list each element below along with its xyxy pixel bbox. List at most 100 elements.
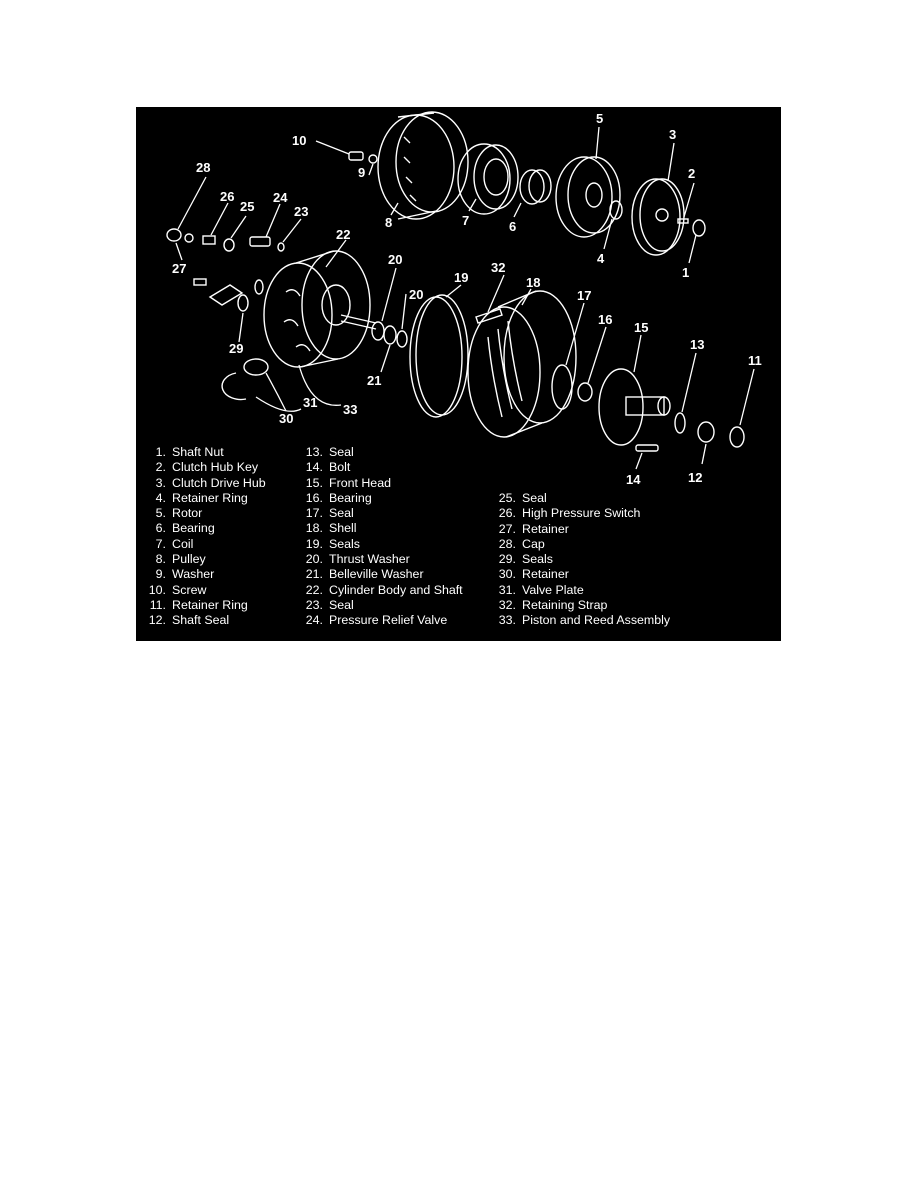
callout-27: 27 bbox=[172, 261, 186, 276]
callout-28: 28 bbox=[196, 160, 210, 175]
callout-12: 12 bbox=[688, 470, 702, 485]
callout-18: 18 bbox=[526, 275, 540, 290]
part-rotor bbox=[555, 156, 621, 238]
legend-entry: 30.Retainer bbox=[498, 567, 569, 582]
legend-entry: 32.Retaining Strap bbox=[498, 598, 608, 613]
leader-lines bbox=[175, 126, 755, 470]
callout-13: 13 bbox=[690, 337, 704, 352]
legend-entry: 12.Shaft Seal bbox=[148, 613, 230, 628]
legend-entry: 9.Washer bbox=[155, 567, 215, 582]
legend-column-2: 13.Seal 14.Bolt 15.Front Head 16.Bearing… bbox=[298, 445, 463, 629]
callout-1: 1 bbox=[682, 265, 689, 280]
legend-entry: 2.Clutch Hub Key bbox=[155, 460, 259, 475]
part-pressure-relief-valve bbox=[249, 236, 271, 247]
compressor-exploded-diagram: 1 2 3 4 5 6 7 8 9 10 11 12 13 14 15 16 1… bbox=[166, 111, 762, 487]
callout-32: 32 bbox=[491, 260, 505, 275]
legend-entry: 11.Retainer Ring bbox=[149, 597, 248, 612]
legend-entry: 15.Front Head bbox=[305, 475, 391, 490]
part-seal-17 bbox=[551, 364, 573, 410]
part-valve-plate bbox=[243, 358, 269, 376]
callout-33: 33 bbox=[343, 402, 357, 417]
legend-entry: 23.Seal bbox=[305, 597, 354, 612]
callout-30: 30 bbox=[279, 411, 293, 426]
legend-entry: 16.Bearing bbox=[305, 490, 372, 505]
callout-7: 7 bbox=[462, 213, 469, 228]
callout-2: 2 bbox=[688, 166, 695, 181]
part-seals-19 bbox=[409, 294, 469, 418]
callout-15: 15 bbox=[634, 320, 648, 335]
legend-entry: 1.Shaft Nut bbox=[155, 445, 224, 459]
part-front-head bbox=[598, 368, 671, 446]
part-belleville-washer bbox=[383, 325, 397, 345]
callout-4: 4 bbox=[597, 251, 605, 266]
callout-17: 17 bbox=[577, 288, 591, 303]
callout-22: 22 bbox=[336, 227, 350, 242]
callout-8: 8 bbox=[385, 215, 392, 230]
callout-9: 9 bbox=[358, 165, 365, 180]
part-retainer-27 bbox=[184, 233, 194, 243]
part-pulley bbox=[377, 111, 469, 220]
callout-3: 3 bbox=[669, 127, 676, 142]
part-screw bbox=[348, 151, 364, 161]
part-bolt-14 bbox=[635, 444, 659, 452]
legend-entry: 29.Seals bbox=[498, 552, 553, 567]
part-high-pressure-switch bbox=[202, 235, 216, 245]
callout-29: 29 bbox=[229, 341, 243, 356]
legend-entry: 24.Pressure Relief Valve bbox=[305, 613, 448, 628]
callout-14: 14 bbox=[626, 472, 641, 487]
callout-31: 31 bbox=[303, 395, 317, 410]
legend-entry: 10.Screw bbox=[148, 582, 207, 597]
part-coil bbox=[457, 143, 519, 215]
legend-entry: 21.Belleville Washer bbox=[305, 567, 424, 582]
callout-23: 23 bbox=[294, 204, 308, 219]
callout-5: 5 bbox=[596, 111, 603, 126]
part-bearing-6 bbox=[519, 169, 552, 205]
legend-entry: 22.Cylinder Body and Shaft bbox=[305, 582, 463, 597]
part-shell bbox=[467, 290, 577, 438]
part-bearing-16 bbox=[577, 382, 593, 402]
part-shaft-nut bbox=[692, 219, 706, 237]
callout-16: 16 bbox=[598, 312, 612, 327]
legend-column-3: 25.Seal 26.High Pressure Switch 27.Retai… bbox=[491, 491, 670, 629]
part-seals-29 bbox=[237, 279, 264, 312]
legend-column-1: 1.Shaft Nut 2.Clutch Hub Key 3.Clutch Dr… bbox=[141, 445, 266, 629]
legend-entry: 7.Coil bbox=[155, 536, 194, 551]
exploded-view-figure: 1 2 3 4 5 6 7 8 9 10 11 12 13 14 15 16 1… bbox=[136, 107, 781, 641]
legend-entry: 3.Clutch Drive Hub bbox=[155, 475, 266, 490]
part-retainer-ring-11 bbox=[729, 426, 745, 448]
callout-6: 6 bbox=[509, 219, 516, 234]
part-thrust-washer-b bbox=[396, 330, 408, 348]
part-clutch-hub-key bbox=[677, 218, 689, 224]
callout-19: 19 bbox=[454, 270, 468, 285]
legend-entry: 27.Retainer bbox=[498, 521, 569, 536]
legend-entry: 8.Pulley bbox=[155, 552, 206, 567]
legend-entry: 20.Thrust Washer bbox=[305, 552, 410, 567]
part-washer-9 bbox=[368, 154, 378, 164]
callout-21: 21 bbox=[367, 373, 381, 388]
part-retainer-ring-4 bbox=[609, 200, 623, 220]
part-shaft-seal bbox=[697, 421, 715, 443]
part-seal-25 bbox=[223, 238, 235, 252]
legend-entry: 5.Rotor bbox=[155, 506, 203, 521]
legend-entry: 18.Shell bbox=[305, 521, 357, 536]
legend-entry: 4.Retainer Ring bbox=[155, 490, 248, 505]
legend-entry: 17.Seal bbox=[305, 506, 354, 521]
legend-entry: 19.Seals bbox=[305, 536, 360, 551]
legend-entry: 6.Bearing bbox=[155, 521, 215, 536]
part-retaining-strap bbox=[475, 308, 503, 324]
callout-24: 24 bbox=[273, 190, 288, 205]
part-plate bbox=[193, 278, 244, 306]
legend-entry: 31.Valve Plate bbox=[498, 582, 584, 597]
part-thrust-washer-a bbox=[371, 321, 385, 341]
callout-20b: 20 bbox=[409, 287, 423, 302]
part-retainer-30 bbox=[221, 372, 247, 401]
callout-11: 11 bbox=[748, 353, 762, 368]
callout-10: 10 bbox=[292, 133, 306, 148]
part-seal-13 bbox=[674, 412, 686, 434]
callout-20a: 20 bbox=[388, 252, 402, 267]
legend-entry: 14.Bolt bbox=[305, 460, 351, 475]
callout-labels: 1 2 3 4 5 6 7 8 9 10 11 12 13 14 15 16 1… bbox=[172, 111, 762, 487]
legend-entry: 13.Seal bbox=[305, 445, 354, 459]
part-cap bbox=[166, 228, 182, 242]
part-clutch-drive-hub bbox=[631, 178, 685, 256]
